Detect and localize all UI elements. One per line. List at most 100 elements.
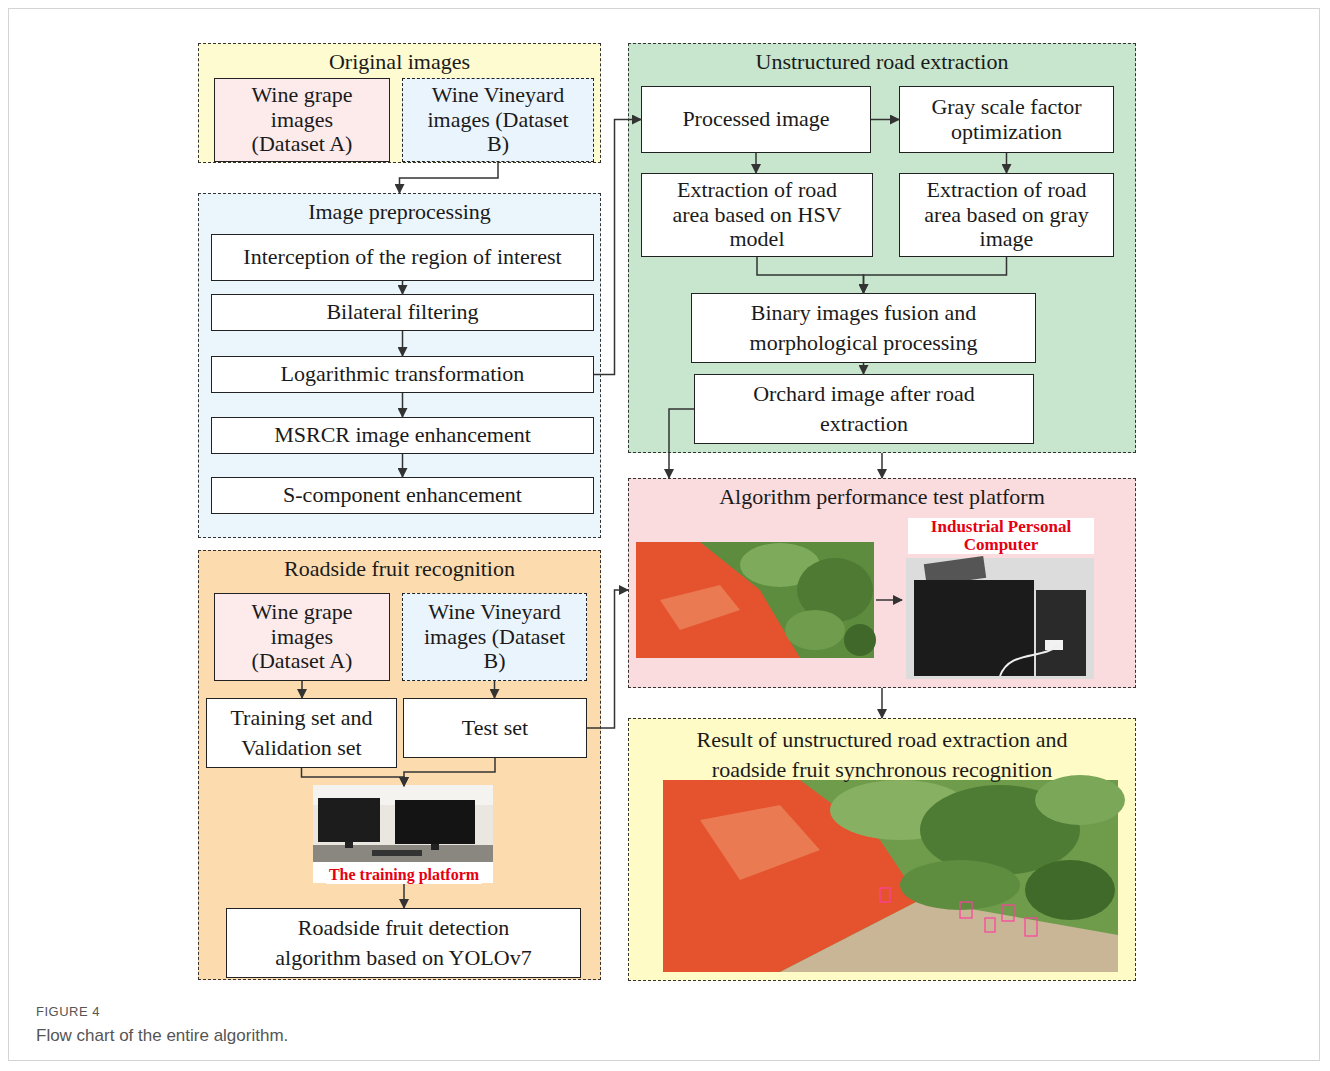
box-label: Orchard image after road extraction xyxy=(719,379,1009,439)
vine-leaves xyxy=(1035,775,1125,825)
image-label: The training platform xyxy=(326,867,482,884)
detection-box xyxy=(960,902,972,918)
industrial-pc-photo xyxy=(906,556,1094,679)
process-box: Wine grape images (Dataset A) xyxy=(214,78,390,162)
box-label: Bilateral filtering xyxy=(326,300,478,325)
process-box: Wine grape images (Dataset A) xyxy=(214,593,390,681)
flow-arrow xyxy=(494,681,496,698)
process-box: Binary images fusion and morphological p… xyxy=(691,293,1036,363)
flow-arrow xyxy=(876,599,902,601)
flow-arrow xyxy=(587,590,628,728)
process-box: Orchard image after road extraction xyxy=(694,374,1034,444)
group-title: Roadside fruit recognition xyxy=(199,557,600,582)
process-box: Interception of the region of interest xyxy=(211,234,594,281)
flow-arrow xyxy=(402,281,404,294)
flow-arrow xyxy=(400,162,499,193)
monitor-stand xyxy=(431,844,439,850)
training-platform-photo xyxy=(313,785,493,883)
process-box: Extraction of road area based on HSV mod… xyxy=(641,173,873,257)
box-label: Wine Vineyard images (Dataset B) xyxy=(424,600,566,674)
process-box: Extraction of road area based on gray im… xyxy=(899,173,1114,257)
box-label: MSRCR image enhancement xyxy=(274,423,531,448)
photo-desk xyxy=(313,845,493,862)
box-label: Logarithmic transformation xyxy=(281,362,525,387)
pc-module xyxy=(1036,590,1086,676)
process-box: Roadside fruit detection algorithm based… xyxy=(226,908,581,978)
photo-ground xyxy=(313,785,493,883)
flow-arrow xyxy=(403,884,405,908)
flow-arrow xyxy=(669,409,694,478)
flow-arrow xyxy=(881,453,883,478)
flow-arrow xyxy=(594,120,641,375)
photo-ground xyxy=(636,542,874,658)
detection-box xyxy=(1025,918,1037,936)
process-box: Training set and Validation set xyxy=(206,698,397,768)
box-label: Wine grape images (Dataset A) xyxy=(242,83,362,157)
vine-leaves xyxy=(844,624,876,656)
box-label: S-component enhancement xyxy=(283,483,522,508)
flow-arrow xyxy=(757,257,864,293)
group-title: Image preprocessing xyxy=(199,200,600,225)
process-box: Wine Vineyard images (Dataset B) xyxy=(402,593,587,681)
box-label: Processed image xyxy=(682,107,829,132)
process-box: Wine Vineyard images (Dataset B) xyxy=(402,78,594,162)
vine-leaves xyxy=(1025,860,1115,920)
monitor-stand xyxy=(345,842,353,848)
box-label: Wine Vineyard images (Dataset B) xyxy=(427,83,569,157)
pc-cable xyxy=(1000,645,1060,676)
label-band xyxy=(313,862,493,883)
group-title: Result of unstructured road extraction a… xyxy=(657,725,1107,785)
flow-arrow xyxy=(1006,153,1008,173)
pc-case xyxy=(914,580,1034,676)
box-label: Gray scale factor optimization xyxy=(906,95,1107,144)
process-box: S-component enhancement xyxy=(211,477,594,514)
process-box: MSRCR image enhancement xyxy=(211,417,594,454)
result-photo xyxy=(663,775,1125,972)
group-panel: Image preprocessingInterception of the r… xyxy=(198,193,601,538)
flow-arrow xyxy=(404,758,495,786)
flow-arrow xyxy=(863,363,865,374)
flow-arrow xyxy=(755,153,757,173)
box-label: Extraction of road area based on gray im… xyxy=(907,178,1107,252)
group-title: Algorithm performance test platform xyxy=(629,485,1135,510)
monitor xyxy=(318,798,380,842)
flow-arrow xyxy=(301,681,303,698)
box-label: Roadside fruit detection algorithm based… xyxy=(254,913,554,973)
flow-arrow xyxy=(402,393,404,417)
flow-arrow xyxy=(402,331,404,356)
flow-arrow xyxy=(302,768,405,786)
process-box: Logarithmic transformation xyxy=(211,356,594,393)
road-texture xyxy=(700,805,820,880)
box-label: Binary images fusion and morphological p… xyxy=(698,298,1029,358)
detection-box xyxy=(880,888,890,902)
group-title: Original images xyxy=(199,50,600,75)
box-label: Interception of the region of interest xyxy=(243,245,561,270)
flow-arrow xyxy=(402,454,404,477)
process-box: Processed image xyxy=(641,86,871,153)
vine-leaves xyxy=(785,610,845,650)
detection-box xyxy=(985,918,995,932)
figure-caption: Flow chart of the entire algorithm. xyxy=(36,1026,288,1046)
box-label: Test set xyxy=(462,716,528,741)
box-label: Training set and Validation set xyxy=(213,703,390,763)
detection-box xyxy=(1002,905,1014,921)
group-panel: Unstructured road extractionProcessed im… xyxy=(628,43,1136,453)
process-box: Test set xyxy=(403,698,587,758)
group-title: Unstructured road extraction xyxy=(629,50,1135,75)
image-label: Industrial Personal Computer xyxy=(908,518,1094,554)
flow-arrow xyxy=(881,688,883,718)
group-panel: Original imagesWine grape images (Datase… xyxy=(198,43,601,163)
road-texture xyxy=(660,585,740,630)
monitor xyxy=(395,800,475,844)
group-panel: Roadside fruit recognitionWine grape ima… xyxy=(198,550,601,980)
keyboard xyxy=(372,850,422,856)
box-label: Wine grape images (Dataset A) xyxy=(242,600,362,674)
process-box: Gray scale factor optimization xyxy=(899,86,1114,153)
road-photo xyxy=(636,542,876,658)
box-label: Extraction of road area based on HSV mod… xyxy=(657,178,857,252)
process-box: Bilateral filtering xyxy=(211,294,594,331)
figure-number: FIGURE 4 xyxy=(36,1004,100,1019)
flow-arrow xyxy=(864,257,1007,293)
